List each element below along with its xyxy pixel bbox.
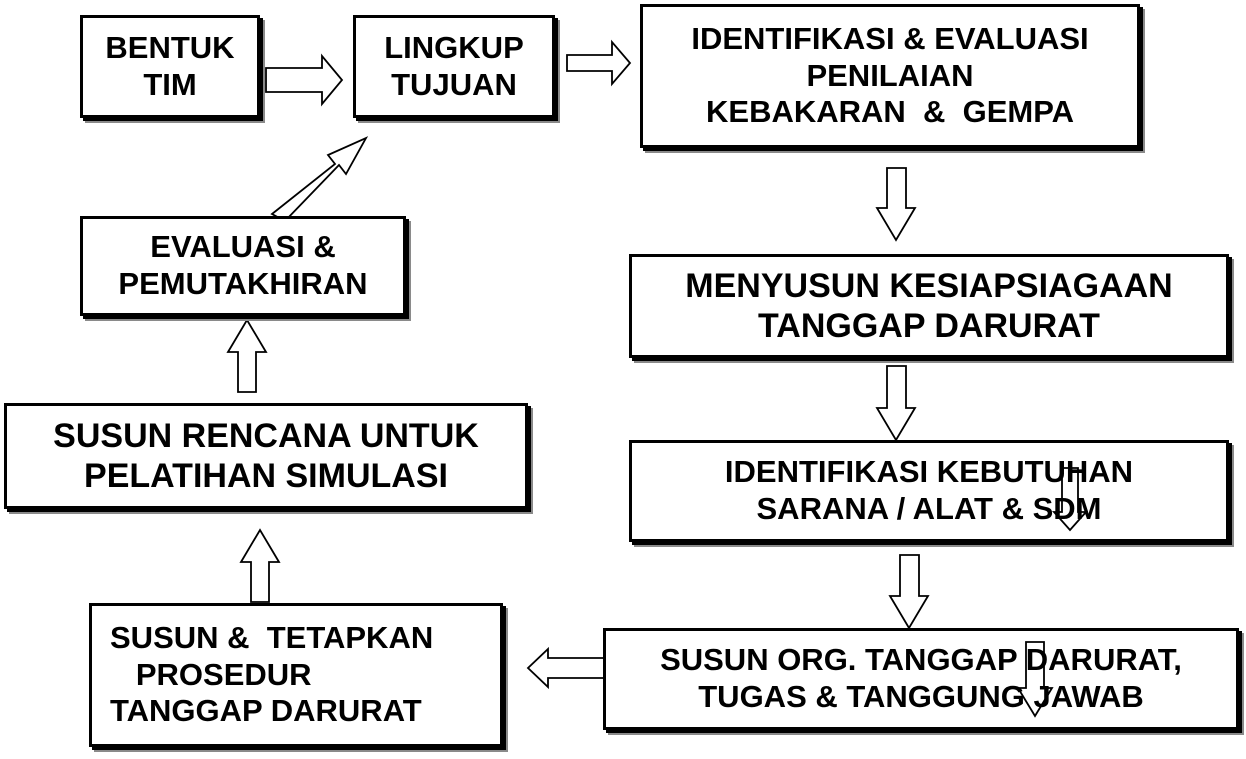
node-identifikasi-evaluasi: IDENTIFIKASI & EVALUASI PENILAIAN KEBAKA… — [640, 4, 1140, 148]
node-susun-rencana: SUSUN RENCANA UNTUK PELATIHAN SIMULASI — [4, 403, 528, 509]
node-menyusun-kesiapsiagaan: MENYUSUN KESIAPSIAGAAN TANGGAP DARURAT — [629, 254, 1229, 358]
arrow-menyusun-to-kebutuhan — [875, 365, 917, 442]
node-susun-prosedur: SUSUN & TETAPKAN PROSEDUR TANGGAP DARURA… — [89, 603, 503, 747]
node-menyusun-kesiapsiagaan-line-1: MENYUSUN KESIAPSIAGAAN — [685, 266, 1173, 305]
node-susun-org: SUSUN ORG. TANGGAP DARURAT, TUGAS & TANG… — [603, 628, 1239, 730]
node-lingkup-tujuan-line-1: LINGKUP — [384, 29, 524, 65]
node-susun-rencana-line-2: PELATIHAN SIMULASI — [84, 457, 448, 495]
node-identifikasi-kebutuhan-line-1: IDENTIFIKASI KEBUTUHAN — [724, 454, 1134, 490]
node-identifikasi-evaluasi-line-3: KEBAKARAN & GEMPA — [706, 94, 1074, 130]
node-identifikasi-evaluasi-line-1: IDENTIFIKASI & EVALUASI — [691, 21, 1089, 57]
node-evaluasi-pemutakhiran-line-2: PEMUTAKHIRAN — [118, 266, 368, 301]
arrow-identifikasi-to-menyusun — [875, 167, 917, 242]
node-menyusun-kesiapsiagaan-line-2: TANGGAP DARURAT — [758, 307, 1100, 345]
node-identifikasi-kebutuhan: IDENTIFIKASI KEBUTUHAN SARANA / ALAT & S… — [629, 440, 1229, 542]
node-susun-prosedur-line-3: TANGGAP DARURAT — [110, 693, 422, 729]
node-evaluasi-pemutakhiran-line-1: EVALUASI & — [150, 229, 336, 265]
node-identifikasi-evaluasi-line-2: PENILAIAN — [806, 57, 974, 93]
node-susun-prosedur-line-1: SUSUN & TETAPKAN — [110, 620, 434, 656]
arrow-prosedur-to-rencana — [239, 528, 281, 603]
node-identifikasi-kebutuhan-line-2: SARANA / ALAT & SDM — [756, 491, 1102, 526]
node-lingkup-tujuan: LINGKUP TUJUAN — [353, 15, 555, 118]
node-bentuk-tim-line-1: BENTUK — [105, 29, 235, 65]
arrow-evaluasi-to-lingkup — [270, 136, 369, 223]
node-susun-rencana-line-1: SUSUN RENCANA UNTUK — [53, 416, 479, 455]
node-susun-org-line-1: SUSUN ORG. TANGGAP DARURAT, — [660, 642, 1182, 678]
node-evaluasi-pemutakhiran: EVALUASI & PEMUTAKHIRAN — [80, 216, 406, 316]
arrow-kebutuhan-to-org — [888, 554, 930, 630]
node-bentuk-tim: BENTUK TIM — [80, 15, 260, 118]
arrow-rencana-to-evaluasi — [226, 318, 268, 393]
arrow-bentuk-to-lingkup — [265, 53, 344, 107]
node-susun-org-line-2: TUGAS & TANGGUNG JAWAB — [698, 679, 1144, 714]
node-bentuk-tim-line-2: TIM — [143, 66, 197, 102]
node-susun-prosedur-line-2: PROSEDUR — [110, 656, 312, 692]
node-lingkup-tujuan-line-2: TUJUAN — [391, 66, 517, 102]
arrow-lingkup-to-identifikasi — [566, 39, 632, 87]
